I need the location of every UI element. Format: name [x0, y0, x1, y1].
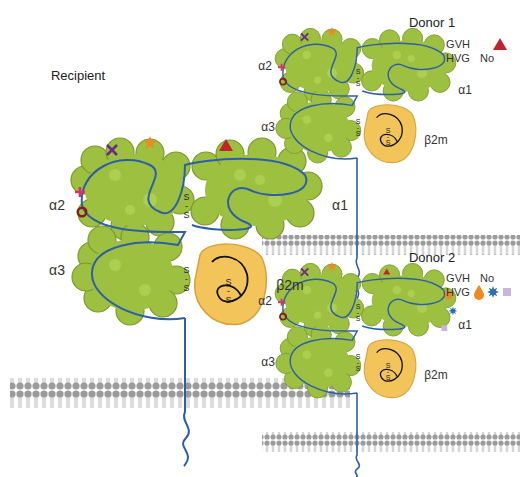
epitope-plus — [278, 299, 285, 306]
epitope-moon — [179, 143, 186, 157]
epitope-square — [441, 325, 447, 331]
transmembrane-tail — [355, 393, 359, 477]
part-label: β2m — [424, 134, 448, 146]
part-label: HVG — [446, 287, 470, 298]
molecule-panel: Donor 2 — [262, 243, 520, 473]
disulfide-bond: S-S — [182, 265, 191, 292]
molecule-panel: Recipient — [10, 62, 355, 472]
part-label: No — [480, 53, 494, 64]
epitope-x — [301, 33, 308, 40]
epitope-moon — [353, 267, 358, 277]
part-label: α3 — [261, 121, 275, 133]
part-label: β2m — [424, 369, 448, 381]
epitope-ring — [280, 79, 286, 85]
epitope-x — [107, 145, 117, 155]
part-label: β2m — [276, 278, 304, 292]
mismatch-icon — [503, 288, 511, 296]
epitope-triangle — [219, 139, 233, 151]
epitope-x — [301, 268, 308, 275]
disulfide-bond: S-S — [355, 68, 362, 86]
mismatch-icon — [493, 38, 507, 50]
epitope-triangle — [383, 268, 390, 274]
disulfide-bond: S-S — [355, 118, 362, 136]
part-label: α2 — [49, 198, 65, 212]
epitope-ring — [280, 314, 286, 320]
panel-heading: Donor 1 — [409, 15, 455, 30]
part-label: HVG — [446, 53, 470, 64]
panel-heading: Recipient — [51, 68, 105, 83]
transmembrane-tail — [183, 318, 189, 466]
part-label: α3 — [49, 263, 65, 277]
panel-heading: Donor 2 — [409, 250, 455, 265]
epitope-star — [327, 262, 337, 271]
mismatch-icon — [478, 37, 485, 51]
epitope-star — [143, 136, 156, 149]
part-label: GVH — [446, 39, 470, 50]
disulfide-bond: S-S — [182, 192, 191, 219]
part-label: α2 — [258, 295, 272, 307]
hla-molecule-body — [275, 28, 456, 163]
hla-molecule — [275, 27, 456, 163]
mismatch-icon — [474, 285, 484, 300]
cell-membrane — [262, 235, 520, 255]
epitope-ring — [78, 208, 87, 217]
part-label: GVH — [446, 273, 470, 284]
epitope-plus — [75, 187, 85, 197]
epitope-star — [327, 27, 337, 36]
part-label: α1 — [332, 198, 348, 212]
cell-membrane — [262, 432, 520, 452]
part-label: α1 — [458, 84, 472, 96]
mismatch-icon — [487, 286, 499, 298]
epitope-plus — [278, 64, 285, 71]
epitope-drop — [445, 289, 452, 300]
hla-molecule-body — [275, 263, 456, 398]
disulfide-bond: S-S — [385, 127, 392, 145]
part-label: α2 — [258, 60, 272, 72]
part-label: α3 — [261, 356, 275, 368]
disulfide-bond: S-S — [355, 303, 362, 321]
disulfide-bond: S-S — [224, 277, 233, 304]
disulfide-bond: S-S — [385, 362, 392, 380]
part-label: α1 — [458, 319, 472, 331]
part-label: No — [480, 273, 494, 284]
disulfide-bond: S-S — [355, 353, 362, 371]
molecule-panel: Donor 1 — [262, 8, 520, 263]
hla-molecule — [275, 262, 457, 398]
epitope-burst — [449, 307, 458, 316]
